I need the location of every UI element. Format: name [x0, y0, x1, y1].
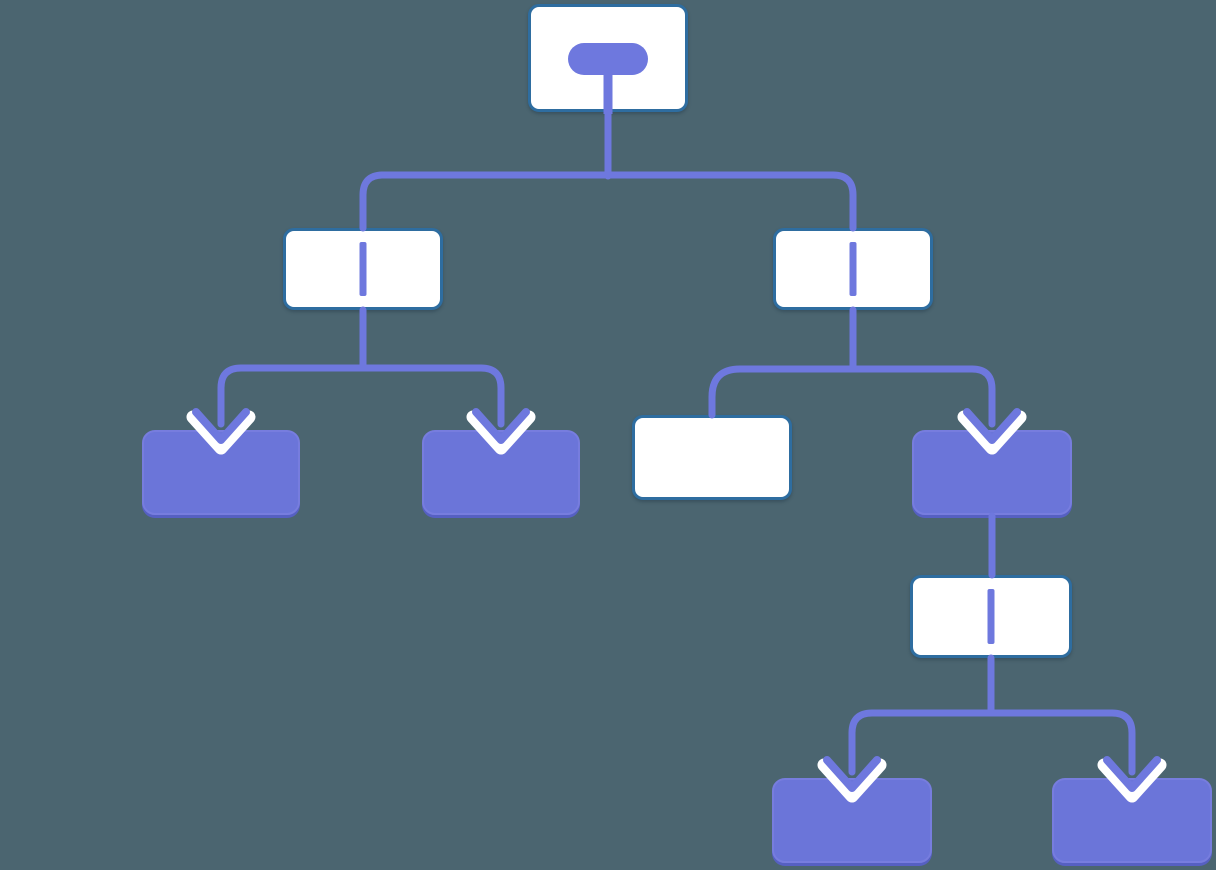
- node-leaf-a[interactable]: [142, 430, 300, 515]
- node-white-leaf[interactable]: [632, 415, 792, 500]
- node-leaf-d[interactable]: [772, 778, 932, 863]
- edge-branch-bottom-to-leaves: [848, 654, 1136, 776]
- caret-bar-icon: [987, 589, 995, 644]
- edge-branch-right-to-children: [708, 306, 996, 428]
- node-root[interactable]: [528, 4, 688, 112]
- root-pill-icon: [568, 43, 648, 75]
- edge-root-to-branches: [359, 106, 857, 232]
- node-leaf-c[interactable]: [912, 430, 1072, 515]
- caret-bar-icon: [849, 242, 857, 296]
- caret-bar-icon: [359, 242, 367, 296]
- node-branch-bottom[interactable]: [910, 575, 1072, 658]
- edge-branch-left-to-leaves: [217, 306, 505, 428]
- node-leaf-b[interactable]: [422, 430, 580, 515]
- node-leaf-e[interactable]: [1052, 778, 1212, 863]
- node-branch-left[interactable]: [283, 228, 443, 310]
- node-branch-right[interactable]: [773, 228, 933, 310]
